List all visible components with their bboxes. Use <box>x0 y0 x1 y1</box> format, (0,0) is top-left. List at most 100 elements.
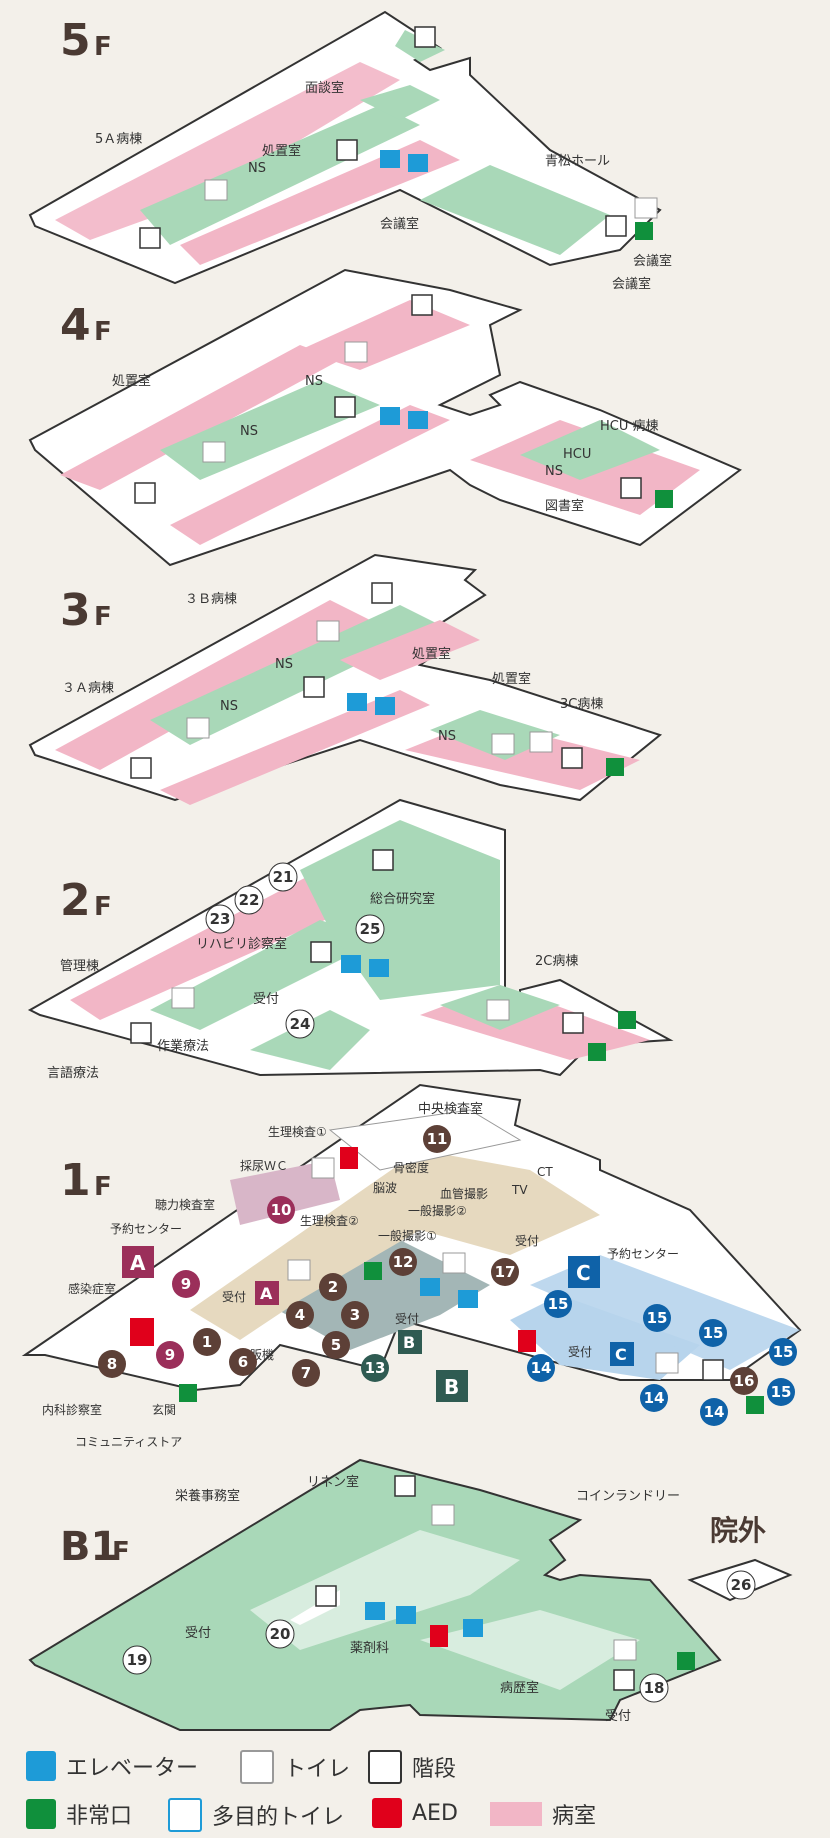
room-label: 図書室 <box>545 498 584 514</box>
room-label: 処置室 <box>262 143 301 159</box>
ward-label: ３Ａ病棟 <box>62 681 114 696</box>
legend-elevator: エレベーター <box>26 1750 198 1782</box>
marker-20: 19 <box>127 1651 148 1669</box>
room-label: 内科診察室 <box>42 1402 102 1417</box>
room-label: 生理検査① <box>268 1125 327 1139</box>
ward-swatch <box>490 1802 542 1826</box>
room-label: 会議室 <box>380 216 419 232</box>
floor-label-2f: 2 <box>60 875 91 926</box>
legend-exit: 非常口 <box>26 1798 132 1830</box>
exit-icon <box>26 1799 56 1829</box>
marker-2: 2 <box>328 1278 338 1296</box>
floor-label-4f: 4 <box>60 300 91 351</box>
marker-15: 15 <box>773 1343 794 1361</box>
room-label: 骨密度 <box>393 1160 429 1175</box>
room-label: 予約センター <box>607 1246 679 1261</box>
ward-label: 2C病棟 <box>535 954 578 969</box>
toilet-icon <box>655 1352 679 1374</box>
stairs-icon <box>371 582 393 604</box>
marker-26: 25 <box>360 920 381 938</box>
stairs-icon <box>336 139 358 161</box>
marker-15: 15 <box>548 1295 569 1313</box>
marker-4: 4 <box>295 1306 305 1324</box>
legend-label: トイレ <box>284 1757 351 1782</box>
room-label: 栄養事務室 <box>175 1488 240 1504</box>
exit-icon <box>677 1652 695 1670</box>
exit-icon <box>618 1011 636 1029</box>
exit-icon <box>364 1262 382 1280</box>
room-label: リネン室 <box>307 1474 359 1490</box>
stairs-icon <box>561 747 583 769</box>
marker-15: 15 <box>771 1383 792 1401</box>
room-label: 一般撮影② <box>408 1203 467 1218</box>
room-label: 採尿ＷＣ <box>240 1159 288 1173</box>
outside-label: 院外 <box>710 1514 766 1547</box>
exit-icon <box>179 1384 197 1402</box>
marker-6: 6 <box>238 1353 248 1371</box>
marker-25: 24 <box>290 1015 311 1033</box>
marker-3: 3 <box>350 1306 360 1324</box>
labels-b1f: リネン室 栄養事務室 コインランドリー 受付 薬剤科 病歴室 受付 <box>175 1474 680 1724</box>
marker-27: 26 <box>731 1576 752 1594</box>
aed-icon <box>518 1330 536 1352</box>
toilet-icon <box>613 1639 637 1661</box>
zone-marker-c: C <box>615 1345 627 1364</box>
stairs-icon <box>613 1669 635 1691</box>
marker-24: 23 <box>210 910 231 928</box>
room-label: 一般撮影① <box>378 1228 437 1243</box>
stairs-icon <box>394 1475 416 1497</box>
labels-4f: 処置室 NS NS HCU 病棟 HCU NS 図書室 <box>112 373 659 514</box>
labels-2f: 総合研究室 リハビリ診察室 管理棟 受付 2C病棟 作業療法 言語療法 <box>47 891 578 1081</box>
stairs-icon <box>134 482 156 504</box>
exit-icon <box>588 1043 606 1061</box>
elevator-icon <box>420 1278 440 1296</box>
zone-marker-a: A <box>260 1284 273 1303</box>
zone-marker-b: B <box>403 1333 415 1352</box>
elevator-icon <box>369 959 389 977</box>
room-label: TV <box>511 1183 528 1197</box>
room-label: 言語療法 <box>47 1065 99 1081</box>
toilet-icon <box>491 733 515 755</box>
labels-5f: 面談室 5Ａ病棟 処置室 NS 青松ホール 会議室 会議室 会議室 <box>95 80 672 292</box>
aed-icon <box>130 1318 154 1346</box>
room-label: 感染症室 <box>68 1281 116 1296</box>
stairs-icon <box>310 941 332 963</box>
room-label: 処置室 <box>492 671 531 687</box>
aed-icon <box>372 1798 402 1828</box>
room-label: 脳波 <box>373 1181 397 1195</box>
legend-label: 非常口 <box>66 1804 133 1829</box>
reception-label: 受付 <box>253 992 279 1007</box>
stairs-icon <box>139 227 161 249</box>
elevator-icon <box>458 1290 478 1308</box>
marker-14: 14 <box>644 1389 665 1407</box>
elevator-icon <box>347 693 367 711</box>
stairs-icon <box>605 215 627 237</box>
elevator-icon <box>380 407 400 425</box>
elevator-icon <box>396 1606 416 1624</box>
toilet-icon <box>442 1252 466 1274</box>
nurse-station-label: NS <box>438 729 456 744</box>
reception-label: 受付 <box>395 1312 419 1326</box>
legend: エレベーター トイレ 階段 非常口 多目的トイレ AED 病室 <box>0 1740 830 1838</box>
accessible-toilet-icon <box>287 1259 311 1281</box>
toilet-icon <box>240 1750 274 1784</box>
room-label: 薬剤科 <box>350 1640 389 1656</box>
svg-text:F: F <box>94 317 112 347</box>
legend-label: AED <box>412 1800 458 1826</box>
room-label: 作業療法 <box>157 1038 209 1054</box>
legend-stairs: 階段 <box>368 1750 456 1784</box>
legend-label: エレベーター <box>66 1756 199 1781</box>
room-label: 総合研究室 <box>370 891 435 907</box>
floor-label-b1f: B1 <box>60 1524 118 1570</box>
exit-icon <box>655 490 673 508</box>
marker-18: 17 <box>495 1263 516 1281</box>
marker-14: 14 <box>531 1359 552 1377</box>
stairs-icon <box>562 1012 584 1034</box>
room-label: リハビリ診察室 <box>196 936 287 952</box>
marker-16: 15 <box>703 1324 724 1342</box>
stairs-icon <box>368 1750 402 1784</box>
stairs-icon <box>334 396 356 418</box>
room-label: 玄関 <box>152 1402 176 1417</box>
room-label: 処置室 <box>112 373 151 389</box>
elevator-icon <box>375 697 395 715</box>
